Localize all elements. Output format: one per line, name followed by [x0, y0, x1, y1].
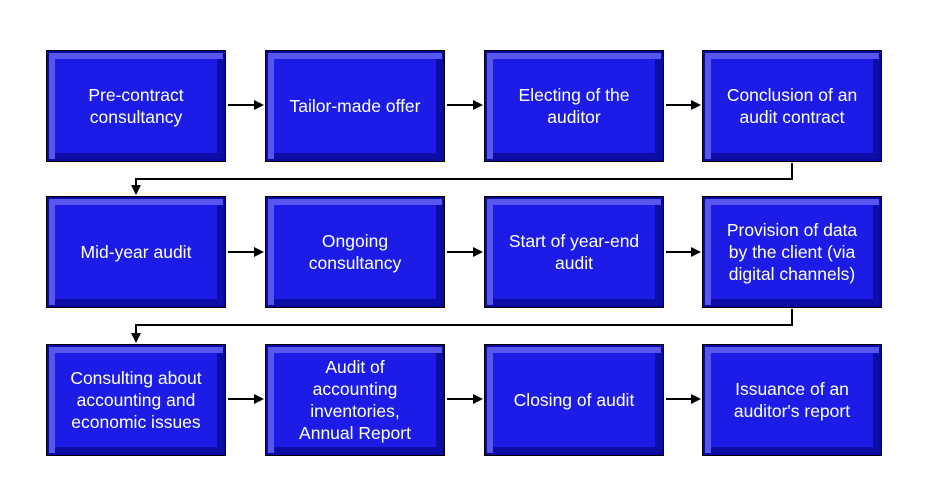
step-label: Mid-year audit — [80, 242, 192, 262]
step-issuance-auditor-report: Issuance of an auditor's report — [702, 344, 882, 456]
step-label: Issuance of an auditor's report — [733, 379, 851, 421]
step-label: Pre-contract consultancy — [88, 85, 184, 127]
arrow-elbow-row2-to-row3 — [131, 309, 793, 343]
step-label: Electing of the auditor — [518, 85, 630, 127]
step-label: Start of year-end audit — [508, 231, 640, 273]
step-pre-contract-consultancy: Pre-contract consultancy — [46, 50, 226, 162]
step-label: Ongoing consultancy — [308, 231, 402, 273]
step-label: Closing of audit — [513, 390, 635, 410]
step-consulting-accounting-issues: Consulting about accounting and economic… — [46, 344, 226, 456]
step-conclusion-audit-contract: Conclusion of an audit contract — [702, 50, 882, 162]
step-ongoing-consultancy: Ongoing consultancy — [265, 196, 445, 308]
step-label: Audit of accounting inventories, Annual … — [299, 357, 411, 443]
step-electing-auditor: Electing of the auditor — [484, 50, 664, 162]
step-provision-of-data: Provision of data by the client (via dig… — [702, 196, 882, 308]
step-label: Consulting about accounting and economic… — [70, 368, 202, 432]
step-label: Tailor-made offer — [289, 96, 421, 116]
arrow-elbow-row1-to-row2 — [131, 163, 793, 195]
step-tailor-made-offer: Tailor-made offer — [265, 50, 445, 162]
step-audit-inventories-annual-report: Audit of accounting inventories, Annual … — [265, 344, 445, 456]
step-label: Provision of data by the client (via dig… — [726, 220, 858, 284]
step-closing-of-audit: Closing of audit — [484, 344, 664, 456]
step-mid-year-audit: Mid-year audit — [46, 196, 226, 308]
step-start-year-end-audit: Start of year-end audit — [484, 196, 664, 308]
step-label: Conclusion of an audit contract — [726, 85, 858, 127]
